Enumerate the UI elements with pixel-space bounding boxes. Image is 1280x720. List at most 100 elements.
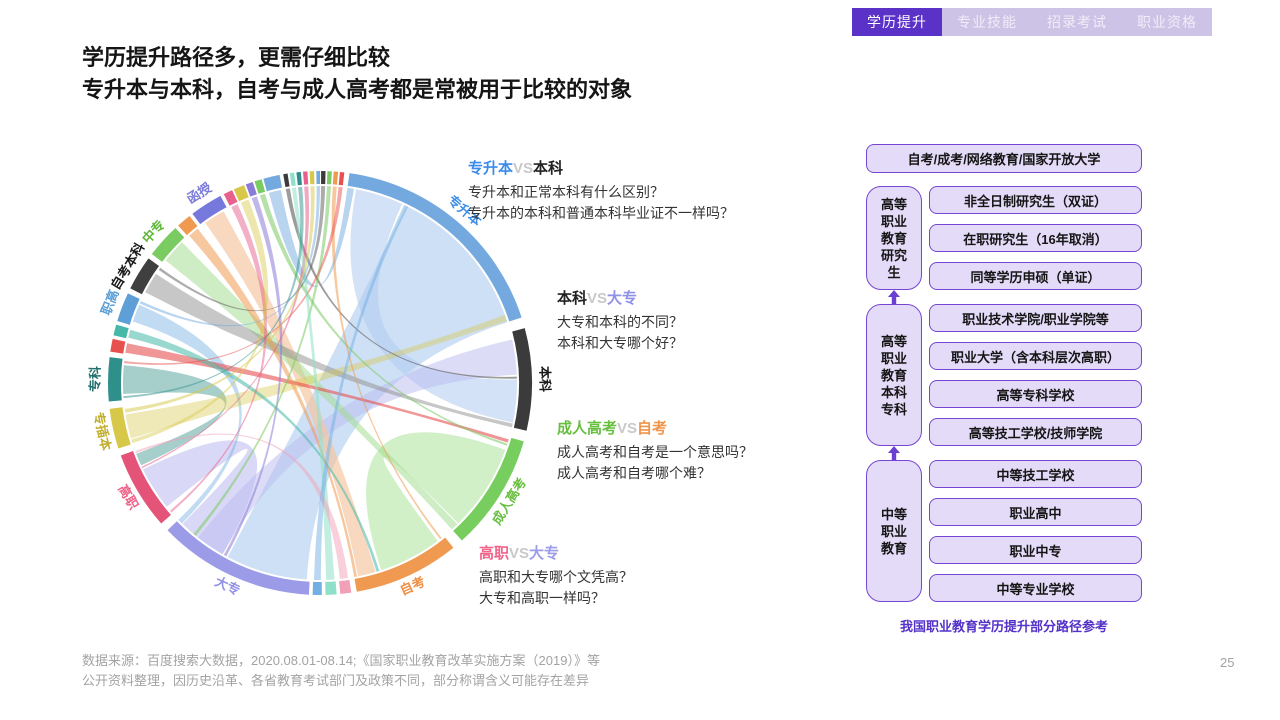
chord-arc-tick	[254, 179, 266, 194]
chord-arc-tick	[296, 171, 302, 186]
annotation-right-term: 大专	[529, 545, 560, 562]
up-arrow-icon	[888, 290, 900, 304]
annotation-question: 大专和高职一样吗？	[479, 590, 605, 606]
flow-item: 高等专科学校	[929, 380, 1142, 408]
chord-ribbon	[132, 304, 242, 524]
vs-label: VS	[587, 290, 608, 307]
flow-item: 高等技工学校/技师学院	[929, 418, 1142, 446]
chord-arc-tick	[223, 190, 238, 206]
chord-arc-本科	[512, 328, 532, 431]
flow-items: 职业技术学院/职业学院等 职业大学（含本科层次高职） 高等专科学校 高等技工学校…	[929, 304, 1142, 446]
annotation-left-term: 成人高考	[557, 420, 618, 437]
chord-arc-tick	[312, 581, 322, 595]
flow-section-college: 高等 职业 教育 本科 专科 职业技术学院/职业学院等 职业大学（含本科层次高职…	[866, 290, 1142, 446]
nav-tab-recruit-exam[interactable]: 招录考试	[1032, 8, 1122, 36]
chord-arc-tick	[339, 579, 352, 595]
annotation-right-term: 自考	[637, 420, 668, 437]
annotation-right-term: 本科	[533, 160, 564, 177]
flow-item: 同等学历申硕（单证）	[929, 262, 1142, 290]
annotation-zsb-vs-bk: 专升本VS本科 专升本和正常本科有什么区别？ 专升本的本科和普通本科毕业证不一样…	[468, 158, 734, 224]
chord-arc-tick	[338, 171, 345, 186]
flow-item: 中等专业学校	[929, 574, 1142, 602]
chord-arc-tick	[326, 171, 332, 185]
flow-top-box: 自考/成考/网络教育/国家开放大学	[866, 144, 1142, 173]
annotation-title: 成人高考VS自考	[557, 418, 753, 439]
annotation-title: 本科VS大专	[557, 288, 683, 309]
flow-item: 职业大学（含本科层次高职）	[929, 342, 1142, 370]
chord-label-专插本: 专插本	[91, 411, 114, 452]
education-path-flowchart: 自考/成考/网络教育/国家开放大学 高等 职业 教育 研究 生 非全日制研究生（…	[866, 144, 1142, 635]
flowchart-caption: 我国职业教育学历提升部分路径参考	[899, 619, 1108, 634]
title-line-2: 专升本与本科，自考与成人高考都是常被用于比较的对象	[82, 77, 633, 102]
annotation-question: 大专和本科的不同？	[557, 314, 683, 330]
annotation-right-term: 大专	[607, 290, 638, 307]
annotation-question: 专升本和正常本科有什么区别？	[468, 184, 664, 200]
flow-item: 职业高中	[929, 498, 1142, 526]
flow-section-label: 中等 职业 教育	[866, 460, 922, 602]
annotation-gz-vs-dz: 高职VS大专 高职和大专哪个文凭高？ 大专和高职一样吗？	[479, 543, 633, 609]
nav-tab-skills[interactable]: 专业技能	[942, 8, 1032, 36]
chord-arc-中专	[151, 227, 185, 262]
vs-label: VS	[513, 160, 534, 177]
annotation-title: 专升本VS本科	[468, 158, 734, 179]
title-line-1: 学历提升路径多，更需仔细比较	[82, 45, 391, 70]
chord-arc-函授	[192, 195, 227, 225]
chord-arc-tick	[233, 185, 249, 202]
chord-arc-大专	[167, 521, 310, 595]
annotation-bk-vs-dz: 本科VS大专 大专和本科的不同？ 本科和大专哪个好？	[557, 288, 683, 354]
vs-label: VS	[509, 545, 530, 562]
flow-item: 在职研究生（16年取消）	[929, 224, 1142, 252]
flow-items: 非全日制研究生（双证） 在职研究生（16年取消） 同等学历申硕（单证）	[929, 186, 1142, 290]
chord-arc-tick	[110, 338, 126, 354]
nav-tab-degree[interactable]: 学历提升	[852, 8, 942, 36]
flow-section-postgraduate: 高等 职业 教育 研究 生 非全日制研究生（双证） 在职研究生（16年取消） 同…	[866, 186, 1142, 290]
chord-arc-职高	[117, 293, 140, 325]
flow-section-label: 高等 职业 教育 研究 生	[866, 186, 922, 290]
page-title: 学历提升路径多，更需仔细比较 专升本与本科，自考与成人高考都是常被用于比较的对象	[82, 42, 632, 106]
annotation-left-term: 高职	[479, 545, 510, 562]
annotation-question: 成人高考和自考是一个意思吗？	[557, 444, 753, 460]
chord-ribbon	[142, 440, 258, 555]
top-nav: 学历提升 专业技能 招录考试 职业资格	[852, 8, 1212, 36]
source-line-1: 数据来源：百度搜索大数据，2020.08.01-08.14;《国家职业教育改革实…	[82, 653, 600, 668]
chord-ribbon	[123, 186, 304, 399]
chord-arc-tick	[263, 174, 283, 192]
chord-arc-高职	[120, 451, 171, 524]
chord-arc-专插本	[109, 407, 131, 449]
chord-arc-成人高考	[453, 437, 524, 541]
chord-arc-专科	[108, 357, 123, 402]
up-arrow-icon	[888, 446, 900, 460]
annotation-question: 成人高考和自考哪个难？	[557, 465, 711, 481]
data-source-note: 数据来源：百度搜索大数据，2020.08.01-08.14;《国家职业教育改革实…	[82, 651, 600, 691]
flow-item: 职业技术学院/职业学院等	[929, 304, 1142, 332]
annotation-title: 高职VS大专	[479, 543, 633, 564]
chord-arc-自考	[354, 537, 454, 592]
chord-ribbon	[268, 187, 354, 287]
chord-arc-tick	[245, 181, 257, 197]
chord-arc-tick	[309, 171, 315, 185]
chord-arc-tick	[332, 171, 339, 185]
chord-arc-自考本科	[130, 258, 160, 295]
source-line-2: 公开资料整理，因历史沿革、各省教育考试部门及政策不同，部分称谓含义可能存在差异	[82, 673, 590, 688]
annotation-question: 专升本的本科和普通本科毕业证不一样吗？	[468, 205, 734, 221]
annotation-left-term: 本科	[557, 290, 588, 307]
chord-arc-tick	[283, 173, 290, 188]
chord-label-本科: 本科	[537, 366, 552, 392]
annotation-left-term: 专升本	[468, 160, 514, 177]
nav-tab-qualification[interactable]: 职业资格	[1122, 8, 1212, 36]
flow-items: 中等技工学校 职业高中 职业中专 中等专业学校	[929, 460, 1142, 602]
flow-item: 非全日制研究生（双证）	[929, 186, 1142, 214]
chord-arc-tick	[321, 171, 326, 185]
chord-arc-tick	[302, 171, 309, 185]
vs-label: VS	[617, 420, 638, 437]
flow-section-secondary: 中等 职业 教育 中等技工学校 职业高中 职业中专 中等专业学校	[866, 446, 1142, 602]
chord-arc-tick	[113, 324, 129, 339]
flow-section-label: 高等 职业 教育 本科 专科	[866, 304, 922, 446]
annotation-question: 高职和大专哪个文凭高？	[479, 569, 633, 585]
chord-arc-专升本	[347, 173, 522, 322]
annotation-crgk-vs-zk: 成人高考VS自考 成人高考和自考是一个意思吗？ 成人高考和自考哪个难？	[557, 418, 753, 484]
chord-arc-tick	[289, 172, 296, 187]
page-number: 25	[1220, 655, 1235, 670]
flow-item: 中等技工学校	[929, 460, 1142, 488]
